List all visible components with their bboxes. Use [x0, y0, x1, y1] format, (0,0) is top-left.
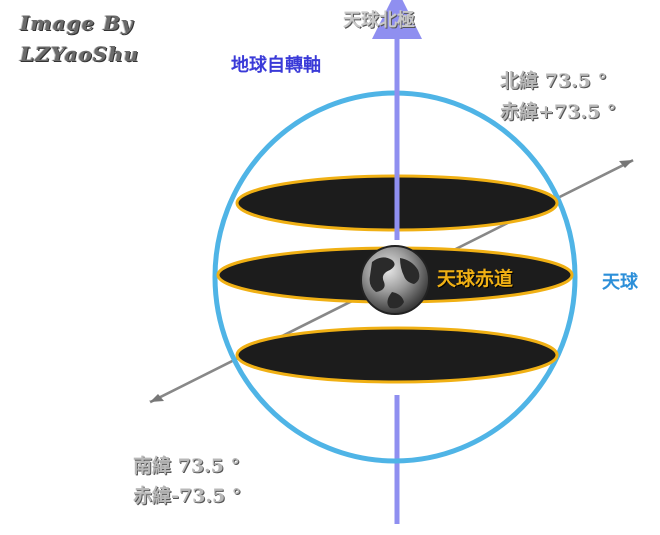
earth-globe-icon: [360, 245, 430, 315]
celestial-north-pole-label: 天球北極: [343, 10, 415, 31]
celestial-equator-label: 天球赤道: [437, 268, 514, 290]
image-credit-line1: Image By: [20, 11, 134, 35]
celestial-sphere-label: 天球: [602, 272, 638, 293]
lower-declination-disc: [235, 326, 559, 384]
positive-declination-label: 赤緯+73.5 °: [500, 101, 617, 123]
earth-rotation-axis-label: 地球自轉軸: [231, 55, 321, 76]
negative-declination-label: 赤緯-73.5 °: [133, 485, 242, 507]
north-latitude-label: 北緯 73.5 °: [500, 70, 608, 92]
south-latitude-label: 南緯 73.5 °: [133, 455, 241, 477]
image-credit-line2: LZYaoShu: [20, 42, 140, 66]
